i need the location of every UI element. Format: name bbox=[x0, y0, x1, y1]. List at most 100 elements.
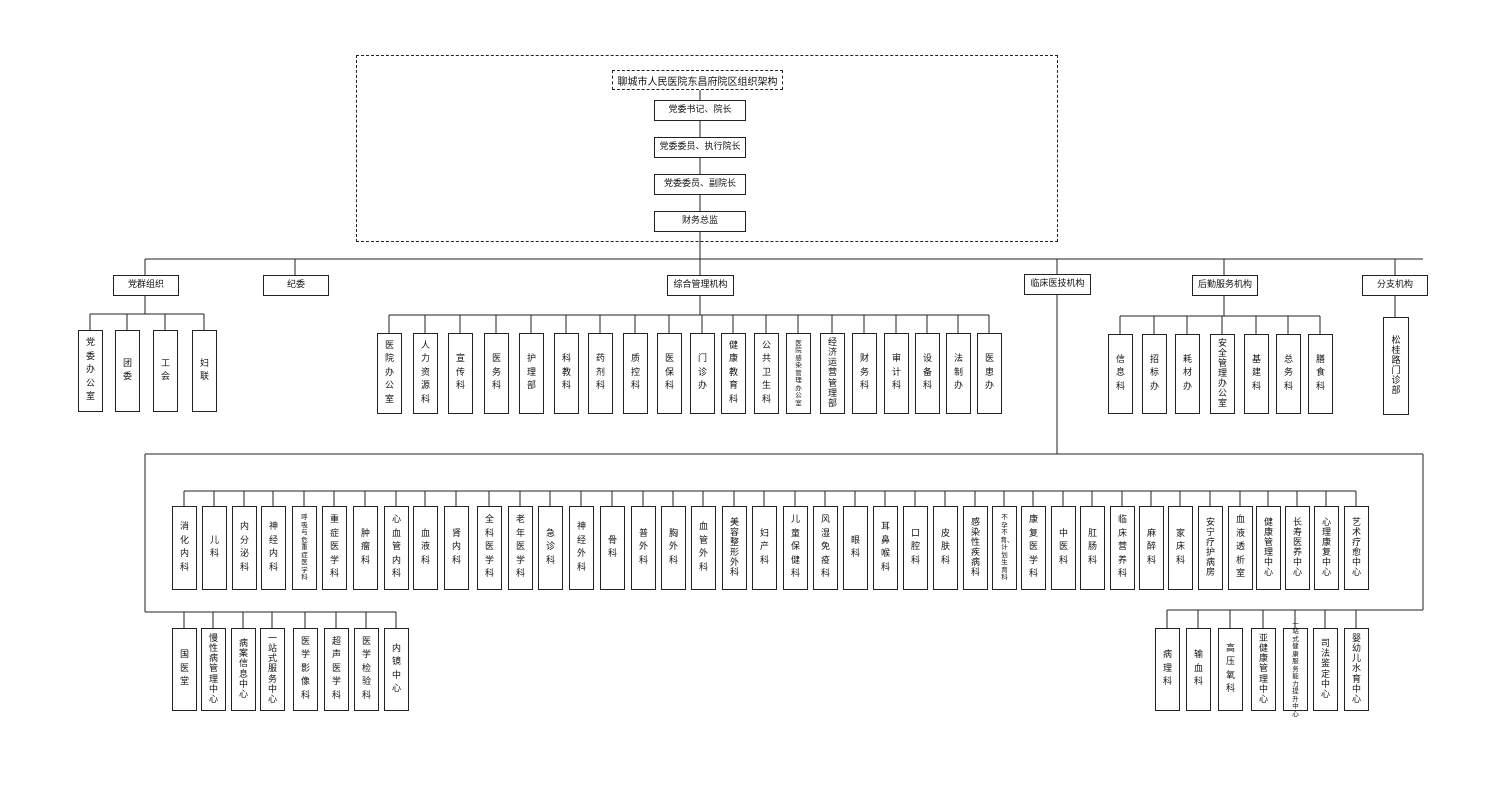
department-box: 宣传科 bbox=[448, 333, 473, 414]
department-box: 急诊科 bbox=[538, 506, 563, 590]
department-box: 信息科 bbox=[1108, 334, 1133, 414]
department-label: 麻醉科 bbox=[1146, 528, 1156, 566]
department-box: 消化内科 bbox=[172, 506, 197, 590]
department-box: 长寿医养中心 bbox=[1285, 506, 1310, 590]
department-label: 儿童保健科 bbox=[790, 515, 800, 580]
department-label: 总务科 bbox=[1283, 354, 1293, 392]
department-box: 神经内科 bbox=[261, 506, 286, 590]
department-label: 神经外科 bbox=[576, 522, 586, 573]
department-label: 药剂科 bbox=[595, 354, 605, 392]
department-box: 家床科 bbox=[1168, 506, 1193, 590]
department-box: 健康教育科 bbox=[721, 333, 746, 414]
department-label: 医学影像科 bbox=[300, 636, 310, 701]
department-label: 内镜中心 bbox=[391, 643, 401, 695]
department-box: 医学影像科 bbox=[293, 628, 318, 711]
department-label: 质控科 bbox=[630, 354, 640, 392]
department-box: 血管外科 bbox=[691, 506, 716, 590]
department-box: 耗材办 bbox=[1175, 334, 1200, 414]
department-box: 神经外科 bbox=[569, 506, 594, 590]
department-label: 审计科 bbox=[891, 354, 901, 392]
category-clinical: 临床医技机构 bbox=[1024, 274, 1091, 295]
department-box: 质控科 bbox=[623, 333, 648, 414]
category-discipline: 纪委 bbox=[263, 275, 329, 296]
department-label: 美容整形外科 bbox=[729, 517, 739, 579]
department-box: 医学检验科 bbox=[354, 628, 379, 711]
department-box: 高压氧科 bbox=[1218, 628, 1243, 711]
department-box: 中医科 bbox=[1051, 506, 1076, 590]
department-label: 肛肠科 bbox=[1087, 528, 1097, 566]
department-label: 血液透析室 bbox=[1235, 515, 1245, 580]
department-label: 医院感染管理办公室 bbox=[795, 338, 802, 407]
department-label: 临床营养科 bbox=[1117, 515, 1127, 580]
department-box: 法制办 bbox=[946, 333, 971, 414]
department-box: 医院感染管理办公室 bbox=[786, 333, 811, 414]
department-label: 耗材办 bbox=[1182, 354, 1192, 392]
department-label: 法制办 bbox=[953, 354, 963, 392]
department-label: 肾内科 bbox=[451, 528, 461, 566]
department-label: 财务科 bbox=[859, 354, 869, 392]
department-label: 胸外科 bbox=[668, 528, 678, 566]
department-label: 艺术疗愈中心 bbox=[1351, 517, 1361, 579]
department-label: 宣传科 bbox=[455, 354, 465, 392]
chart-title: 聊城市人民医院东昌府院区组织架构 bbox=[612, 70, 783, 90]
department-box: 内镜中心 bbox=[384, 628, 409, 711]
department-box: 全科医学科 bbox=[477, 506, 502, 590]
department-label: 皮肤科 bbox=[940, 528, 950, 566]
department-box: 心血管内科 bbox=[384, 506, 409, 590]
department-label: 血液科 bbox=[420, 528, 430, 566]
department-box: 超声医学科 bbox=[324, 628, 349, 711]
department-box: 风湿免疫科 bbox=[813, 506, 838, 590]
department-label: 亚健康管理中心 bbox=[1258, 634, 1268, 705]
department-box: 血液透析室 bbox=[1228, 506, 1253, 590]
category-logistics: 后勤服务机构 bbox=[1192, 275, 1258, 296]
department-label: 门诊办 bbox=[697, 354, 707, 392]
department-label: 老年医学科 bbox=[515, 515, 525, 580]
department-box: 输血科 bbox=[1186, 628, 1211, 711]
department-label: 医务科 bbox=[491, 354, 501, 392]
department-label: 设备科 bbox=[922, 354, 932, 392]
department-label: 基建科 bbox=[1251, 354, 1261, 392]
department-box: 健康管理中心 bbox=[1256, 506, 1281, 590]
department-box: 儿童保健科 bbox=[783, 506, 808, 590]
department-label: 消化内科 bbox=[179, 522, 189, 573]
department-box: 心理康复中心 bbox=[1314, 506, 1339, 590]
department-box: 肛肠科 bbox=[1080, 506, 1105, 590]
department-box: 基建科 bbox=[1244, 334, 1269, 414]
department-label: 公共卫生科 bbox=[761, 340, 771, 405]
department-box: 医保科 bbox=[657, 333, 682, 414]
leader-box-finance-director: 财务总监 bbox=[654, 211, 746, 232]
department-box: 国医堂 bbox=[172, 628, 197, 711]
department-label: 信息科 bbox=[1115, 354, 1125, 392]
department-label: 不孕不育、计划生育科 bbox=[1000, 513, 1014, 582]
department-box: 肿瘤科 bbox=[353, 506, 378, 590]
department-label: 团委 bbox=[122, 358, 132, 383]
department-label: 骨科 bbox=[607, 535, 617, 560]
department-box: 安宁疗护病房 bbox=[1198, 506, 1223, 590]
department-box: 党委办公室 bbox=[78, 330, 103, 412]
department-box: 眼科 bbox=[843, 506, 868, 590]
department-label: 内分泌科 bbox=[239, 522, 249, 573]
department-box: 医患办 bbox=[977, 333, 1002, 414]
department-label: 健康管理中心 bbox=[1263, 517, 1273, 579]
department-label: 高压氧科 bbox=[1225, 643, 1235, 695]
category-management: 综合管理机构 bbox=[667, 275, 734, 296]
department-label: 国医堂 bbox=[179, 650, 189, 688]
department-label: 康复医学科 bbox=[1028, 515, 1038, 580]
department-box: 婴幼儿水育中心 bbox=[1344, 628, 1369, 711]
department-box: 亚健康管理中心 bbox=[1251, 628, 1276, 711]
department-box: 审计科 bbox=[884, 333, 909, 414]
department-label: 肿瘤科 bbox=[360, 528, 370, 566]
department-label: 心理康复中心 bbox=[1321, 517, 1331, 579]
department-box: 司法鉴定中心 bbox=[1313, 628, 1338, 711]
leader-box-party-secretary: 党委书记、院长 bbox=[654, 100, 746, 121]
department-label: 眼科 bbox=[850, 535, 860, 560]
department-label: 一站式服务中心 bbox=[267, 634, 277, 705]
department-label: 膳食科 bbox=[1315, 354, 1325, 392]
department-box: 工会 bbox=[153, 330, 178, 412]
department-label: 婴幼儿水育中心 bbox=[1351, 634, 1361, 705]
department-box: 总务科 bbox=[1276, 334, 1301, 414]
department-box: 临床营养科 bbox=[1110, 506, 1135, 590]
department-label: 松桂路门诊部 bbox=[1391, 335, 1401, 397]
leader-box-vice-president: 党委委员、副院长 bbox=[654, 174, 746, 195]
